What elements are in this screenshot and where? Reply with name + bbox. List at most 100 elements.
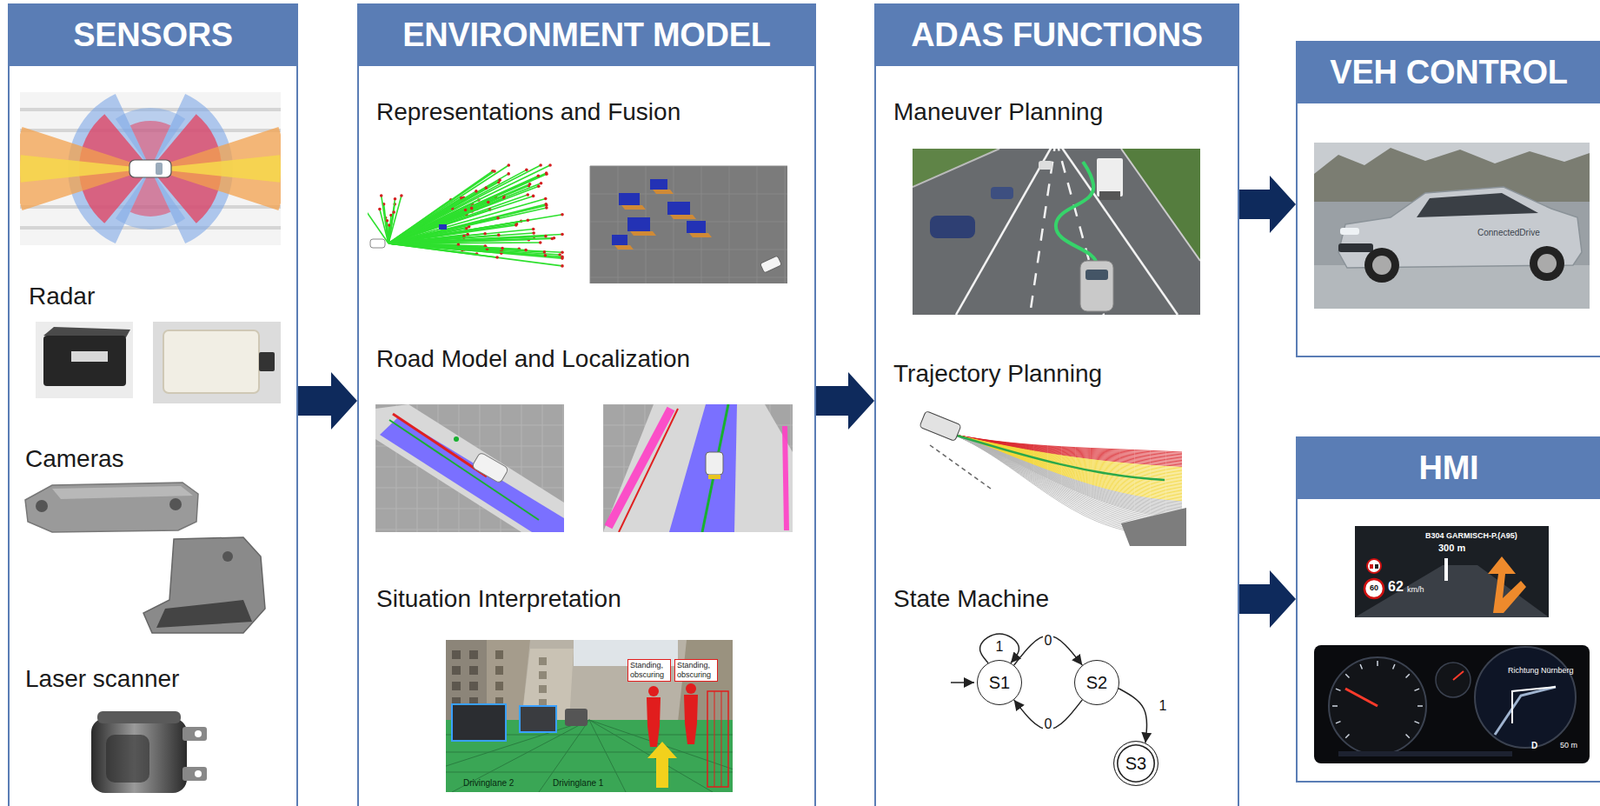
illustration-part — [954, 434, 1160, 532]
section-panel: ENVIRONMENT MODELRepresentations and Fus… — [357, 3, 817, 806]
illustration-part — [388, 195, 402, 244]
illustration-part — [1335, 721, 1342, 724]
flow-arrow — [1239, 175, 1296, 233]
illustration-part — [954, 434, 1165, 480]
illustration-part — [388, 185, 539, 244]
illustration-part — [451, 681, 461, 691]
illustration-part — [370, 239, 386, 248]
illustration-part — [538, 684, 547, 693]
image-text: ConnectedDrive — [1477, 227, 1541, 239]
illustration-part — [1393, 663, 1395, 670]
illustration-part — [1374, 564, 1379, 569]
illustration-part — [367, 163, 565, 281]
illustration-part — [71, 351, 108, 362]
illustration-part — [155, 162, 163, 175]
illustration-part — [388, 243, 563, 257]
illustration-part — [506, 172, 511, 176]
illustration-part — [451, 703, 506, 741]
image-text: Drivinglane 1 — [552, 777, 604, 789]
section-label: Maneuver Planning — [893, 97, 1103, 127]
image-text: Standing, obscuring — [674, 658, 718, 682]
illustration-part — [379, 417, 565, 532]
illustration-part — [954, 434, 1173, 525]
vehicle-photo — [1314, 142, 1590, 309]
illustration-part — [912, 148, 1000, 187]
illustration-part — [375, 404, 565, 532]
illustration-part — [129, 159, 172, 178]
illustration-part — [603, 404, 793, 532]
sensor-coverage-figure — [15, 92, 286, 246]
illustration-part — [528, 182, 532, 186]
illustration-part — [954, 434, 1179, 521]
illustration-part — [589, 719, 733, 792]
illustration-part — [590, 165, 788, 284]
illustration-part — [560, 264, 565, 268]
state-label: S3 — [1125, 753, 1147, 774]
illustration-part — [1417, 704, 1423, 707]
illustration-part — [495, 255, 499, 259]
illustration-part — [1406, 673, 1410, 678]
image-text: 62 — [1387, 577, 1404, 595]
illustration-part — [388, 172, 547, 244]
illustration-part — [646, 697, 661, 747]
image-text: 50 m — [1560, 740, 1578, 751]
illustration-part — [388, 212, 394, 244]
transition-label: 0 — [1042, 717, 1055, 731]
illustration-part — [388, 243, 526, 251]
illustration-part — [759, 255, 782, 273]
illustration-part — [519, 705, 557, 732]
illustration-part — [1444, 557, 1448, 581]
illustration-part — [471, 451, 510, 484]
illustration-part — [367, 163, 565, 267]
illustration-part — [544, 197, 548, 201]
illustration-part — [537, 173, 541, 178]
illustration-part — [1338, 243, 1374, 253]
illustration-part — [627, 217, 651, 232]
illustration-part — [756, 165, 758, 284]
illustration-part — [950, 681, 975, 684]
illustration-part — [492, 169, 497, 173]
illustration-part — [1328, 657, 1427, 755]
illustration-part — [705, 451, 724, 475]
illustration-part — [388, 243, 563, 253]
illustration-part — [673, 165, 675, 284]
illustration-part — [954, 434, 1168, 528]
illustration-part — [392, 413, 487, 477]
illustration-part — [1345, 673, 1349, 678]
image-text: D — [1531, 740, 1538, 751]
panel-heading: VEH CONTROL — [1295, 40, 1600, 104]
illustration-part — [388, 243, 503, 249]
illustration-part — [531, 231, 536, 235]
illustration-part — [608, 408, 671, 527]
camera-mount-picture — [143, 537, 266, 633]
illustration-part — [538, 657, 547, 665]
illustration-part — [388, 219, 528, 244]
illustration-part — [1314, 142, 1590, 309]
illustration-part — [618, 192, 640, 206]
illustration-part — [519, 705, 557, 732]
illustration-part — [1038, 160, 1053, 170]
illustration-part — [954, 434, 1182, 518]
illustration-part — [388, 243, 545, 256]
illustration-part — [496, 216, 500, 220]
illustration-part — [539, 181, 544, 186]
illustration-part — [544, 234, 548, 239]
illustration-part — [929, 215, 976, 239]
illustration-part — [469, 681, 479, 691]
illustration-part — [500, 246, 505, 251]
illustration-part — [784, 165, 786, 284]
illustration-part — [1364, 578, 1384, 598]
illustration-part — [464, 208, 468, 213]
illustration-part — [729, 165, 731, 284]
image-text: km/h — [1407, 584, 1425, 595]
image-text: 60 — [1365, 583, 1383, 593]
illustration-part — [617, 165, 619, 284]
camera-bracket-picture — [25, 482, 199, 532]
illustration-part — [388, 173, 547, 244]
illustration-part — [667, 201, 691, 215]
illustration-part — [1369, 564, 1374, 569]
transition-label: 1 — [994, 639, 1006, 654]
radar-unit-picture — [152, 321, 281, 404]
illustration-part — [375, 404, 565, 532]
illustration-part — [1453, 670, 1464, 680]
